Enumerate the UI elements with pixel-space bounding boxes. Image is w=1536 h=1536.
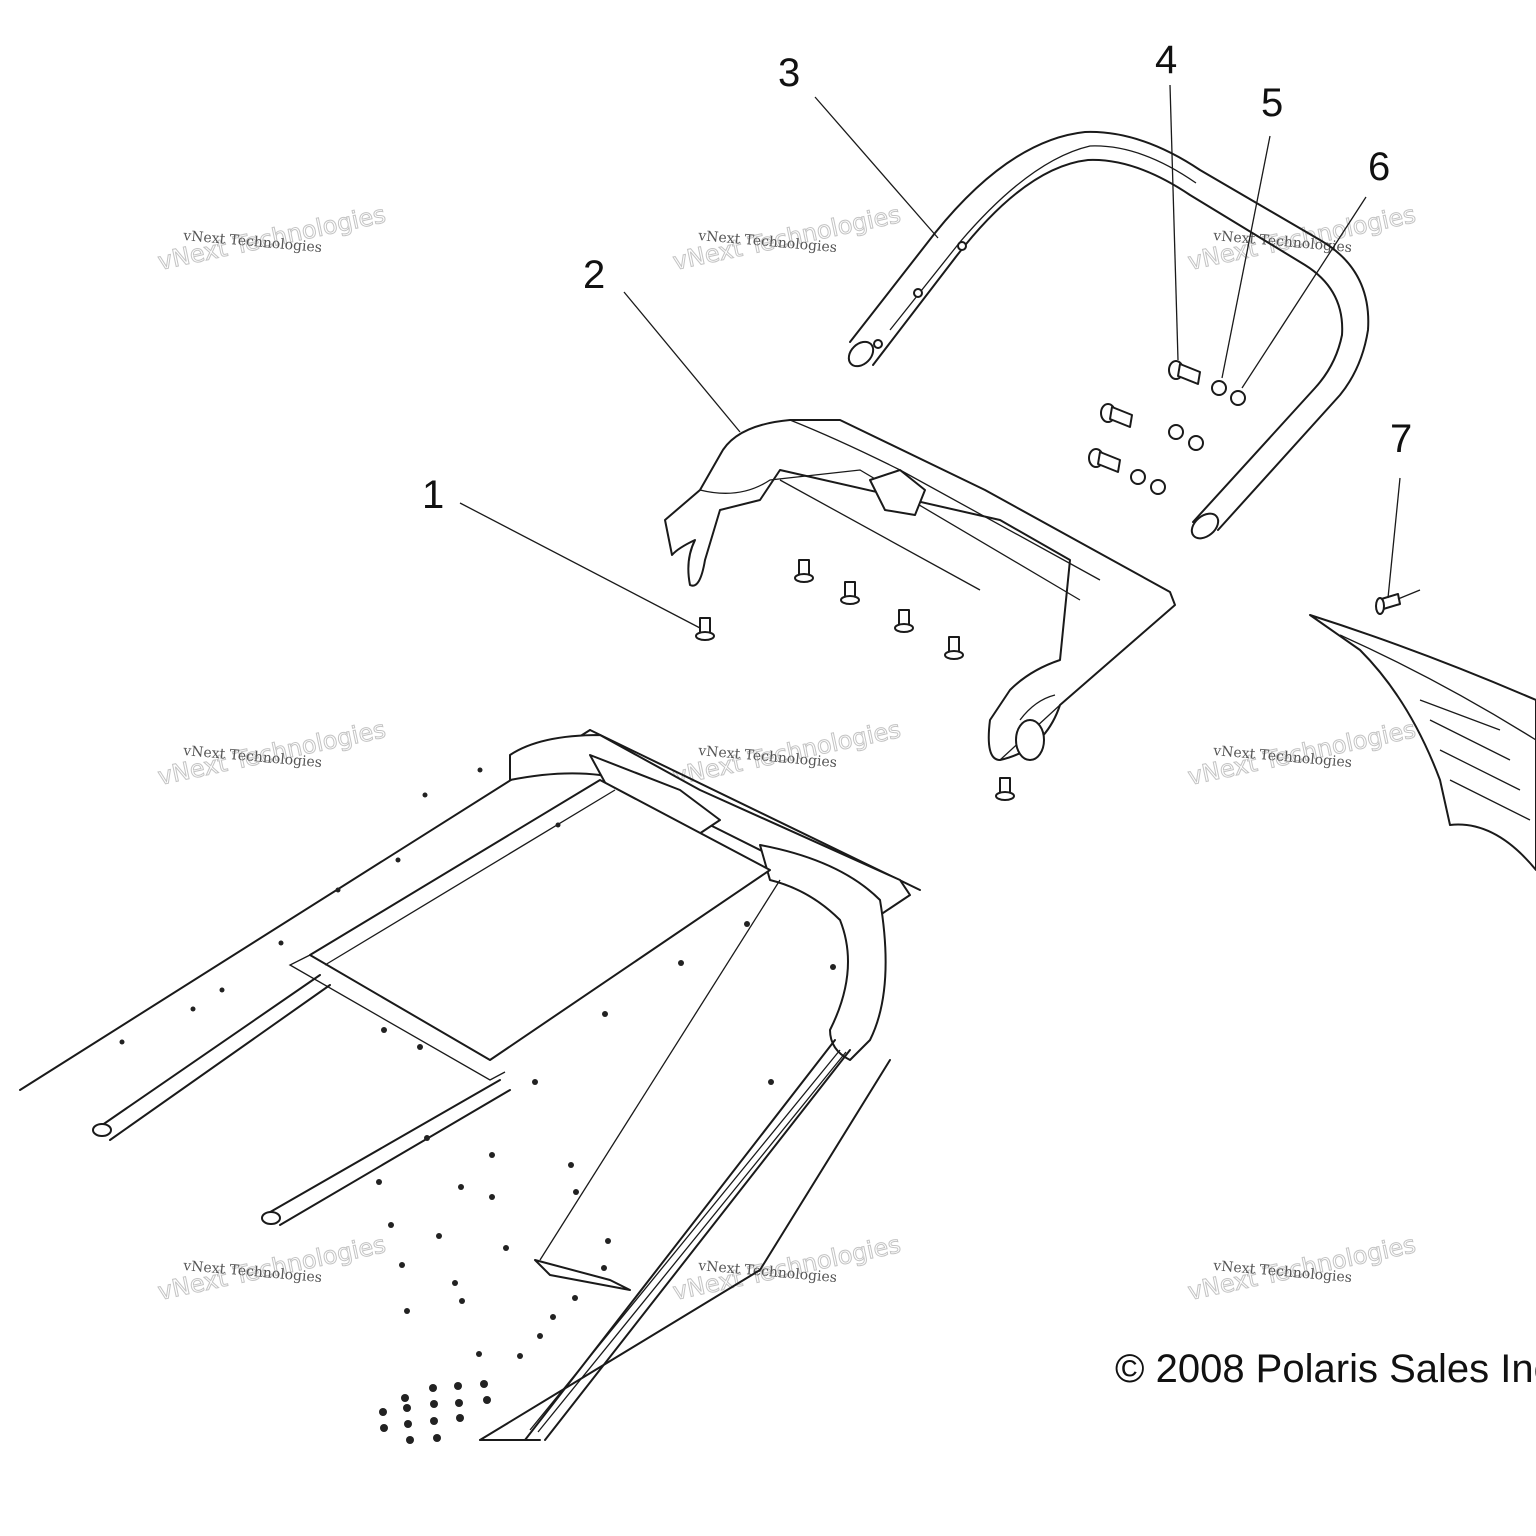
grab-bar [847, 130, 1370, 540]
callout-3: 3 [778, 51, 800, 95]
rear-flap [1309, 614, 1536, 871]
watermark-7: vNext Technologies vNext Technologies [155, 1230, 389, 1307]
bolt-row-3 [1088, 448, 1166, 495]
bumper [664, 419, 1176, 761]
tunnel-holes [119, 767, 836, 1444]
watermark-9: vNext Technologies vNext Technologies [1185, 1230, 1419, 1307]
callout-5: 5 [1261, 81, 1283, 125]
callout-1: 1 [422, 473, 444, 517]
watermark-3: vNext Technologies vNext Technologies [1185, 200, 1419, 277]
watermark-8: vNext Technologies vNext Technologies [670, 1230, 904, 1307]
leader-lines [459, 84, 1401, 629]
rivet-1 [695, 617, 715, 641]
watermark-1: vNext Technologies vNext Technologies [155, 200, 389, 277]
rivet-2 [794, 559, 814, 583]
rivets [695, 559, 1015, 801]
fasteners [1088, 360, 1246, 495]
callout-6: 6 [1368, 145, 1390, 189]
callout-4: 4 [1155, 38, 1177, 82]
callout-2: 2 [583, 253, 605, 297]
copyright-text: © 2008 Polaris Sales Inc [1115, 1347, 1536, 1391]
watermark-5: vNext Technologies vNext Technologies [670, 715, 904, 792]
rivet-6 [995, 777, 1015, 801]
watermark-6: vNext Technologies vNext Technologies [1185, 715, 1419, 792]
rivet-4 [894, 609, 914, 633]
bolt-row-1 [1168, 360, 1246, 406]
bolt-row-2 [1100, 403, 1204, 451]
flap-rivet [1375, 589, 1421, 615]
tunnel [19, 729, 921, 1441]
rivet-5 [944, 636, 964, 660]
rivet-3 [840, 581, 860, 605]
watermark-4: vNext Technologies vNext Technologies [155, 715, 389, 792]
watermark-2: vNext Technologies vNext Technologies [670, 200, 904, 277]
callout-7: 7 [1390, 417, 1412, 461]
